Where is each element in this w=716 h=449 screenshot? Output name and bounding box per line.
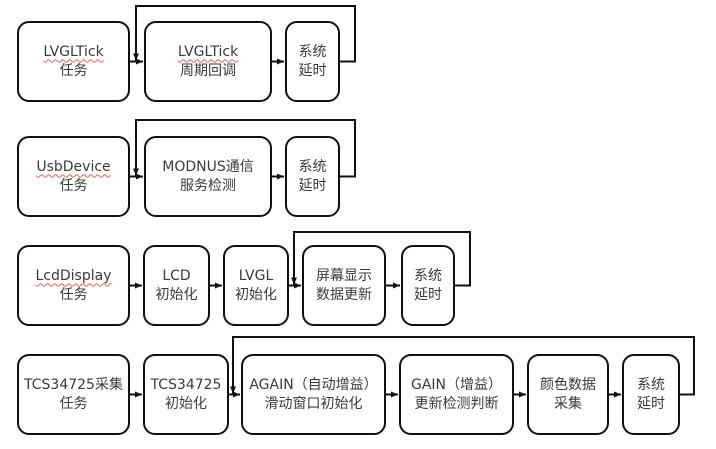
flow-node-usbdevice-1: MODNUS通信服务检测 [144,136,272,217]
node-label-line2: 任务 [59,395,88,412]
flow-node-tcs34725-1: TCS34725 初始化 [143,354,229,435]
flow-node-tcs34725-5: 系统延时 [622,354,680,435]
flow-node-tcs34725-0: TCS34725采集任务 [17,354,130,435]
node-label-line1: 屏幕显示 [316,267,372,284]
node-label-line2: 周期回调 [180,62,236,79]
node-label-line2: 更新检测判断 [414,395,499,412]
node-label-line1: AGAIN（自动增益） [249,376,378,393]
node-label-line1: LVGLTick [43,43,104,60]
node-label-line1: TCS34725 [150,376,222,393]
loop-back-arrow [230,336,695,396]
node-label-line1: 系统 [414,267,442,284]
node-label-line1: LVGLTick [177,43,239,60]
node-label-line2: 初始化 [155,286,198,303]
node-label-line1: LCD [162,267,191,284]
flow-node-lcddisplay-3: 屏幕显示数据更新 [302,245,386,326]
flow-node-lvgltick-0: LVGLTick 任务 [17,21,130,102]
loop-back-arrow [291,231,471,287]
node-label-line1: MODNUS通信 [162,158,254,175]
node-label-line2: 延时 [298,177,327,194]
node-label-line1: LVGL [238,267,274,284]
flow-node-lcddisplay-0: LcdDisplay 任务 [17,245,130,326]
loop-back-arrow [133,5,356,63]
node-label-line2: 滑动窗口初始化 [264,395,363,412]
node-label-line1: GAIN（增益） [410,376,503,393]
flow-node-tcs34725-4: 颜色数据采集 [527,354,609,435]
node-label-line2: 任务 [59,286,88,303]
flow-node-lcddisplay-4: 系统延时 [401,245,455,326]
node-label-line1: 颜色数据 [540,376,596,393]
node-label-line1: LcdDisplay [35,267,112,284]
loop-back-arrow [133,119,356,178]
flow-node-tcs34725-3: GAIN（增益） 更新检测判断 [399,354,514,435]
node-label-line2: 采集 [554,395,582,412]
node-label-line1: UsbDevice [36,158,111,175]
flow-node-lcddisplay-2: LVGL 初始化 [223,245,289,326]
flow-node-usbdevice-0: UsbDevice 任务 [17,136,130,217]
node-label-line2: 延时 [414,286,442,303]
flow-node-lvgltick-2: 系统延时 [285,21,340,102]
node-label-line2: 初始化 [235,286,277,303]
node-label-line1: 系统 [298,43,327,60]
flow-node-lcddisplay-1: LCD 初始化 [143,245,210,326]
node-label-line2: 初始化 [165,395,207,412]
node-label-line2: 延时 [298,62,327,79]
node-label-line2: 任务 [59,177,88,194]
node-label-line2: 服务检测 [180,177,236,194]
node-label-line1: TCS34725采集 [24,376,123,393]
flow-node-tcs34725-2: AGAIN（自动增益） 滑动窗口初始化 [241,354,386,435]
node-label-line1: 系统 [298,158,327,175]
flow-node-lvgltick-1: LVGLTick 周期回调 [144,21,272,102]
node-label-line2: 任务 [59,62,88,79]
node-label-line2: 数据更新 [316,286,372,303]
flow-node-usbdevice-2: 系统延时 [285,136,340,217]
node-label-line1: 系统 [637,376,665,393]
node-label-line2: 延时 [637,395,665,412]
